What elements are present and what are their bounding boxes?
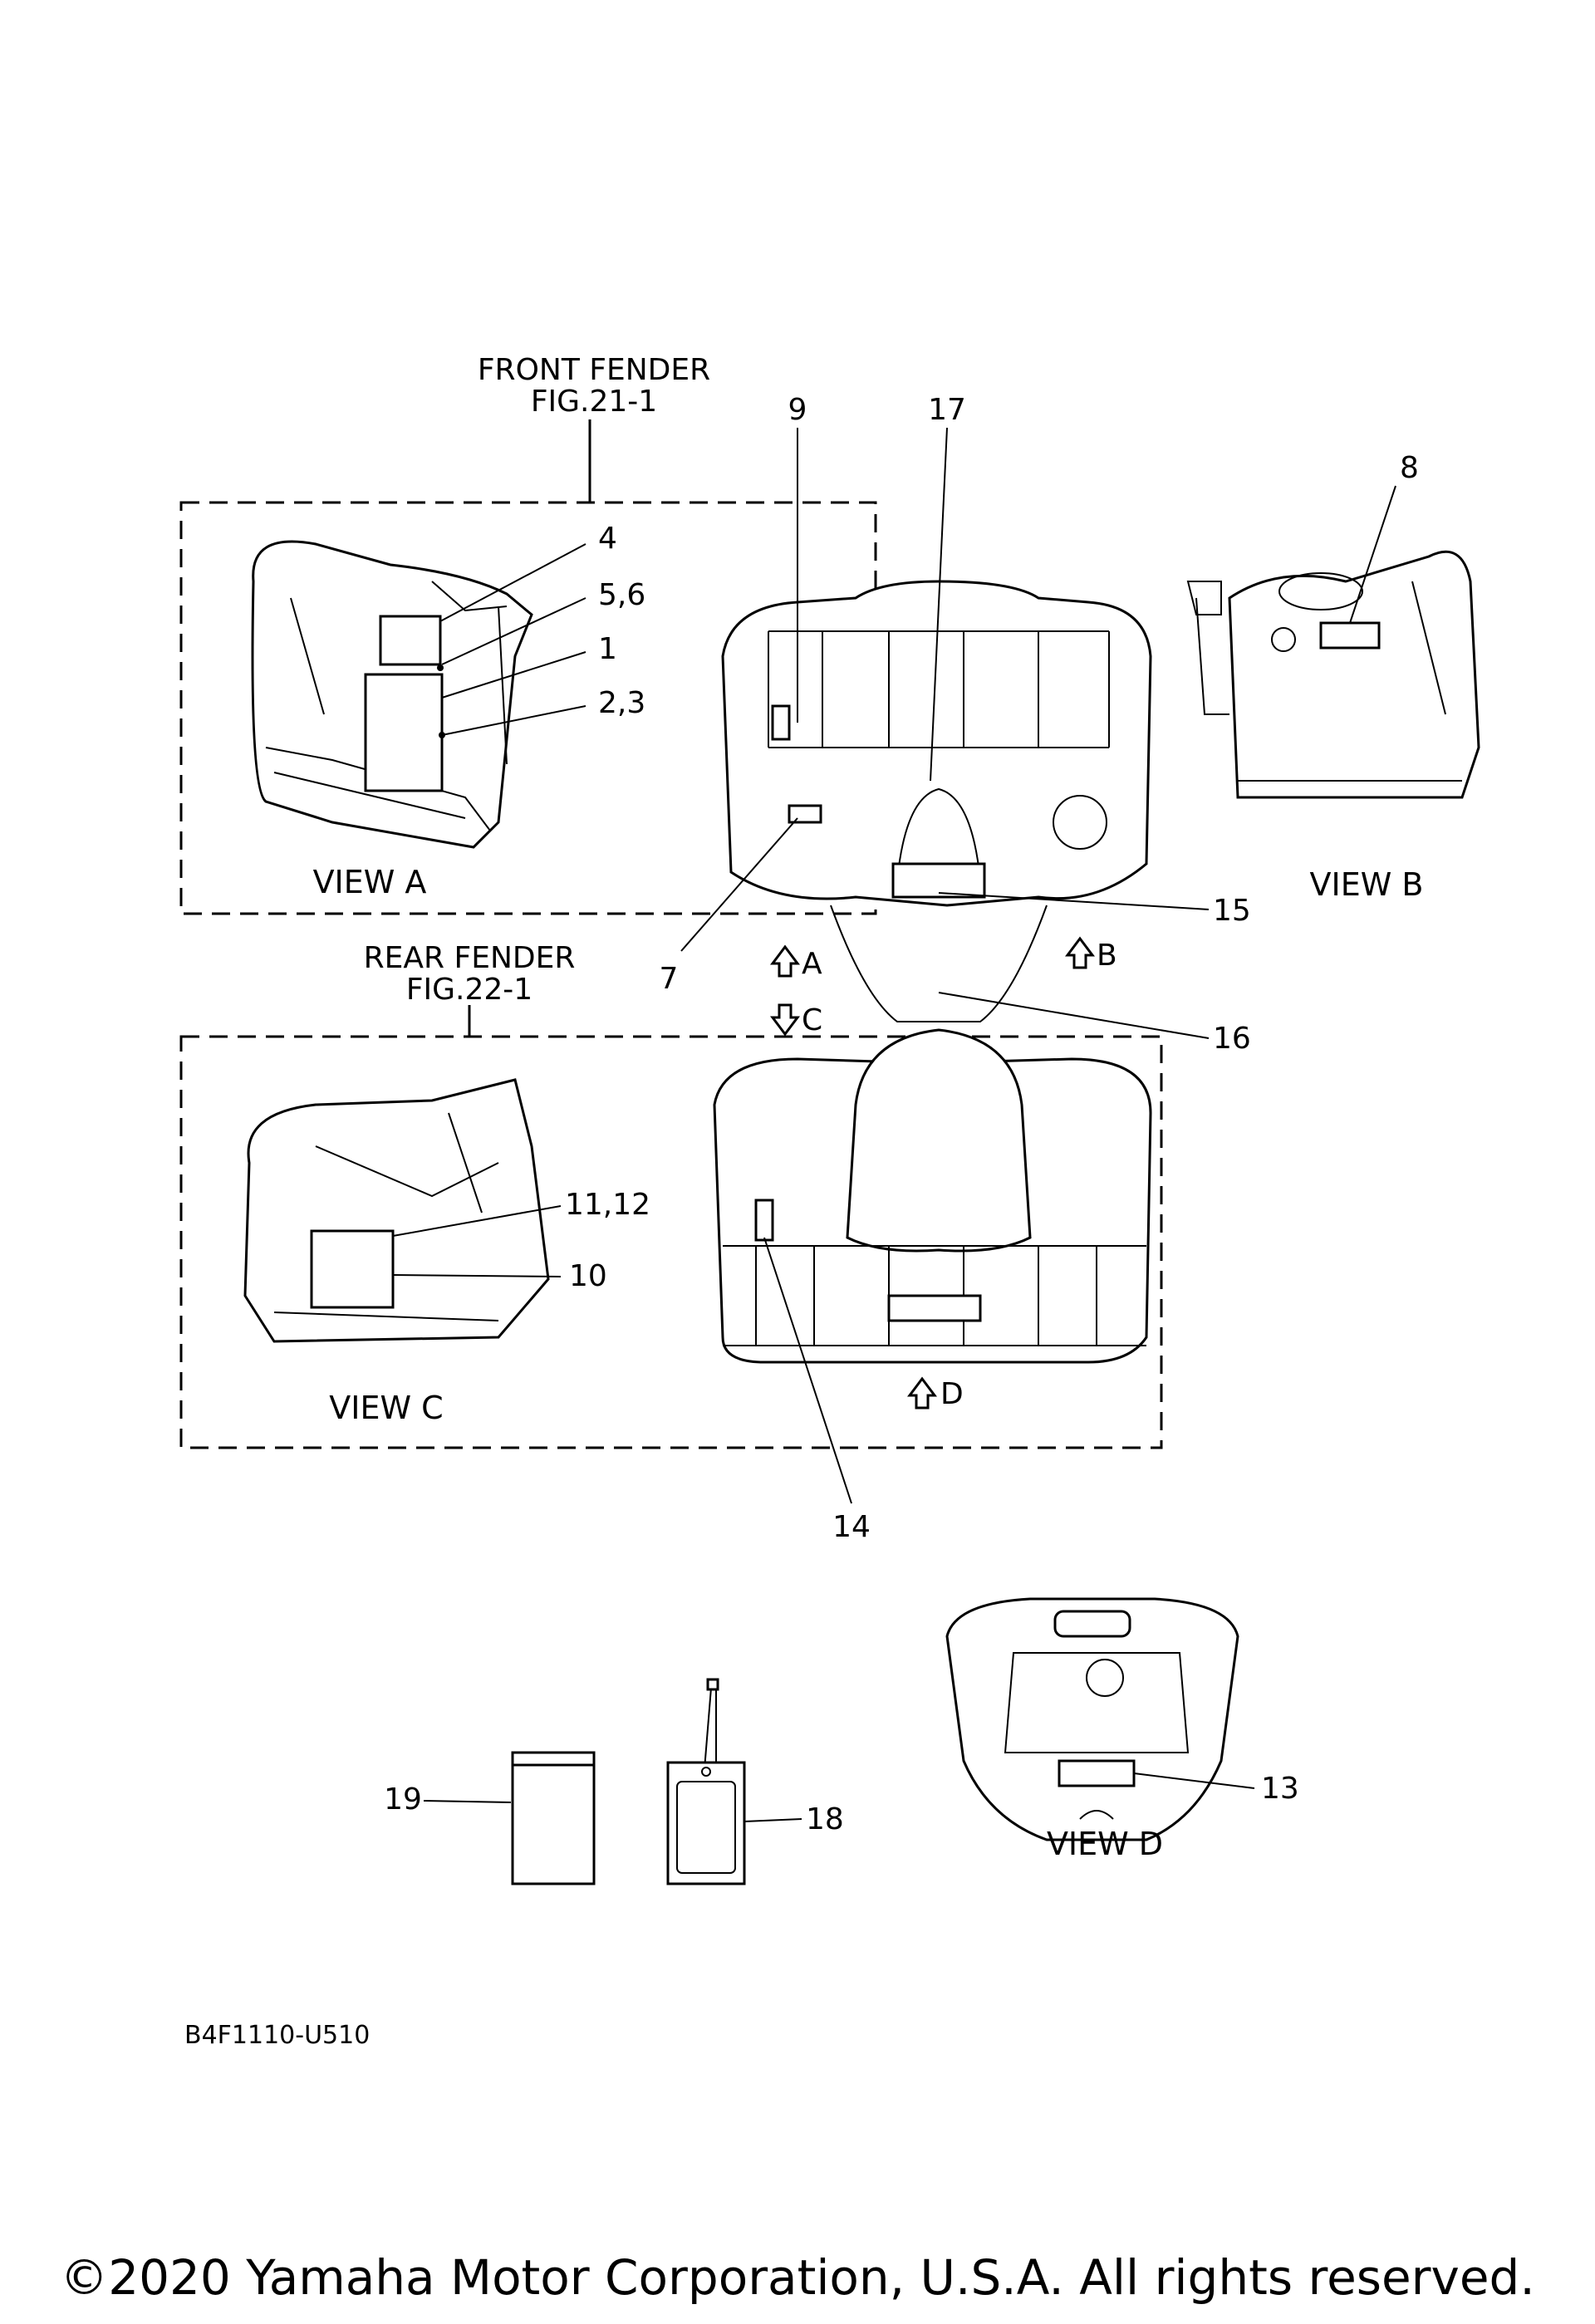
hang-tag-icon (666, 1678, 746, 1885)
callout-5-6: 5,6 (598, 578, 645, 612)
leader-18 (744, 1818, 802, 1822)
front-fender-fig: FIG.21-1 (531, 385, 657, 419)
leader-10 (392, 1274, 562, 1277)
front-fender-title: FRONT FENDER (478, 353, 710, 387)
callout-4: 4 (598, 522, 617, 556)
callout-16: 16 (1213, 1022, 1251, 1056)
leader-13 (1133, 1772, 1255, 1789)
rear-view-dashed-box (179, 1035, 1163, 1449)
leader-17 (930, 427, 948, 782)
atv-rear-top-view (713, 1028, 1152, 1364)
callout-1: 1 (598, 632, 617, 666)
callout-8: 8 (1400, 451, 1419, 485)
view-d-label: VIEW D (1047, 1826, 1163, 1862)
arrow-up-icon-a (770, 944, 800, 978)
callout-13: 13 (1261, 1772, 1299, 1806)
leader-4 (439, 543, 586, 622)
callout-15: 15 (1213, 894, 1251, 928)
leader-1 (441, 651, 586, 699)
leader-15 (938, 892, 1210, 910)
arrow-up-icon-d (907, 1376, 937, 1410)
arrow-label-c: C (802, 1003, 822, 1037)
leader-7 (680, 817, 798, 952)
booklet-icon (511, 1751, 596, 1885)
copyright-notice: ©2020 Yamaha Motor Corporation, U.S.A. A… (60, 2249, 1535, 2306)
view-c-fender-drawing (243, 1078, 550, 1343)
rear-fender-title: REAR FENDER (364, 941, 576, 975)
callout-9: 9 (788, 393, 807, 427)
arrow-down-icon-c (770, 1003, 800, 1037)
view-a-fender-drawing (251, 540, 533, 849)
rear-fender-fig: FIG.22-1 (406, 973, 532, 1007)
leader-11-12 (392, 1205, 562, 1237)
front-view-dashed-box (179, 501, 877, 915)
arrow-up-icon-b (1065, 936, 1095, 969)
leader-5-6 (441, 597, 586, 665)
leader-19 (423, 1800, 512, 1803)
view-a-label: VIEW A (313, 864, 427, 900)
arrow-label-a: A (802, 947, 822, 981)
leader-14 (763, 1237, 852, 1504)
view-b-fender-drawing (1186, 550, 1480, 799)
view-b-label: VIEW B (1310, 866, 1424, 903)
callout-10: 10 (569, 1259, 607, 1293)
callout-17: 17 (928, 393, 966, 427)
diagram-code: B4F1110-U510 (184, 2021, 370, 2050)
view-c-label: VIEW C (329, 1390, 443, 1426)
arrow-label-d: D (940, 1377, 964, 1411)
leader-16 (938, 992, 1210, 1039)
arrow-label-b: B (1097, 939, 1117, 973)
callout-19: 19 (384, 1782, 422, 1817)
atv-front-top-view (721, 580, 1152, 1022)
callout-7: 7 (660, 962, 679, 996)
callout-11-12: 11,12 (565, 1188, 650, 1222)
callout-14: 14 (832, 1510, 871, 1544)
callout-2-3: 2,3 (598, 686, 645, 720)
leader-8 (1349, 485, 1396, 624)
view-d-rear-drawing (945, 1597, 1239, 1841)
callout-18: 18 (806, 1802, 844, 1836)
leader-2-3 (441, 705, 586, 736)
